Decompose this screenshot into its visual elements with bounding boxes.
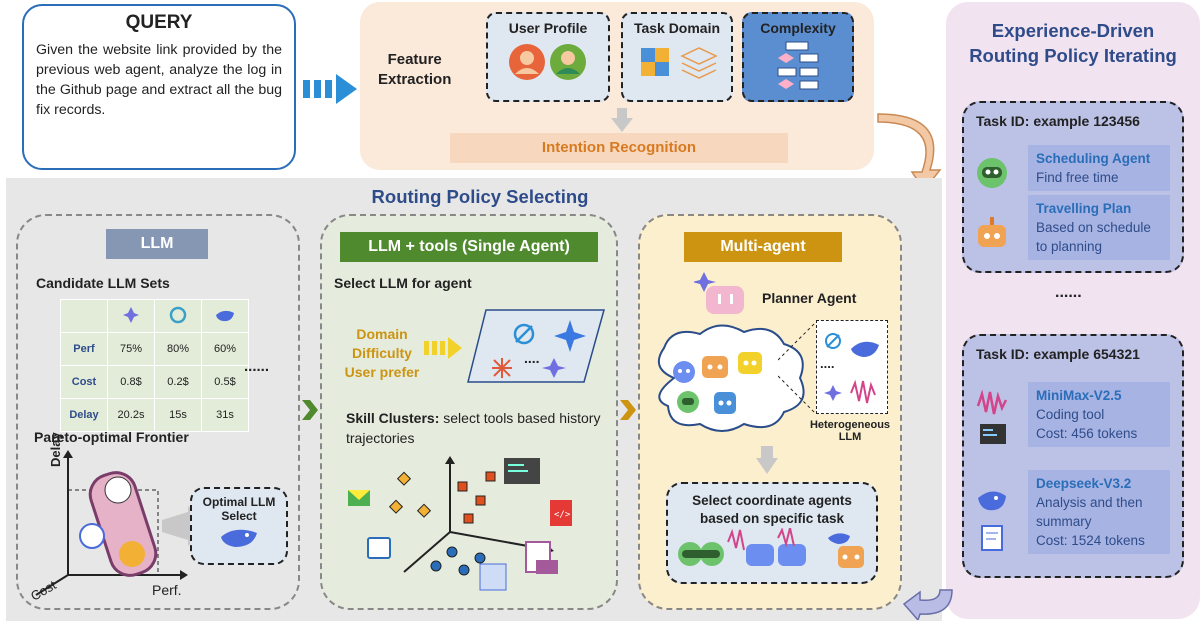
skill-clusters-text: Skill Clusters: select tools based histo… — [346, 410, 601, 446]
down-arrow-icon-2 — [756, 446, 778, 474]
user-avatars-icon — [509, 44, 586, 80]
user-profile-box: User Profile — [486, 12, 610, 102]
agent-cloud — [657, 324, 805, 432]
multi-agent-title: Multi-agent — [684, 232, 842, 262]
query-text: Given the website link provided by the p… — [36, 42, 282, 118]
planner-robot-icon — [694, 272, 744, 314]
robot-icons — [977, 158, 1007, 247]
axis-delay: Delay — [48, 432, 63, 467]
axis-perf: Perf. — [152, 582, 182, 598]
task-domain-box: Task Domain — [621, 12, 733, 102]
gemini-icon — [123, 306, 139, 323]
llm-selection-plane — [467, 309, 605, 383]
multi-dots: .... — [820, 356, 835, 371]
task-id-1: Task ID: example 123456 — [976, 113, 1140, 129]
pareto-label: Pareto-optimal Frontier — [34, 429, 189, 445]
select-llm-label: Select LLM for agent — [334, 275, 472, 291]
complexity-box: Complexity — [742, 12, 854, 102]
planner-label: Planner Agent — [762, 290, 857, 306]
deepseek-icon — [216, 310, 234, 321]
connector-lines — [778, 321, 817, 415]
heterogeneous-llm-box — [816, 320, 888, 414]
candidate-label: Candidate LLM Sets — [36, 275, 170, 291]
llm-title: LLM — [106, 229, 208, 259]
llm-panel — [16, 214, 300, 610]
openai-icon — [169, 306, 187, 323]
chevron-right-icon — [302, 400, 318, 420]
single-agent-title: LLM + tools (Single Agent) — [340, 232, 598, 262]
svg-text:</>: </> — [554, 510, 571, 520]
task-id-2: Task ID: example 654321 — [976, 346, 1140, 362]
chevron-right-icon-2 — [620, 400, 636, 420]
yellow-arrow-icon — [424, 337, 462, 359]
coordinate-agents-icon — [678, 527, 864, 568]
query-arrow-icon — [303, 74, 357, 104]
flowchart-icon — [777, 41, 819, 90]
model-icons — [976, 389, 1008, 551]
routing-policy-title: Routing Policy Selecting — [371, 186, 589, 207]
deepseek-whale-icon — [221, 529, 257, 547]
llm-logos-icon — [824, 333, 879, 404]
llm-ellipsis: ...... — [244, 358, 270, 375]
right-ellipsis: ...... — [1055, 284, 1082, 301]
task-card-1: Task ID: example 123456 Scheduling Agent… — [962, 101, 1184, 273]
curved-arrow-icon-2 — [902, 589, 953, 620]
single-dots: .... — [524, 350, 540, 366]
query-title: QUERY — [125, 12, 193, 33]
curved-arrow-icon — [877, 113, 942, 192]
query-box: QUERY Given the website link provided by… — [22, 4, 296, 170]
down-arrow-icon — [611, 108, 633, 132]
intention-recognition: Intention Recognition — [450, 133, 788, 163]
skill-cluster-plot: </> — [348, 456, 572, 591]
puzzle-layers-icon — [641, 47, 718, 79]
